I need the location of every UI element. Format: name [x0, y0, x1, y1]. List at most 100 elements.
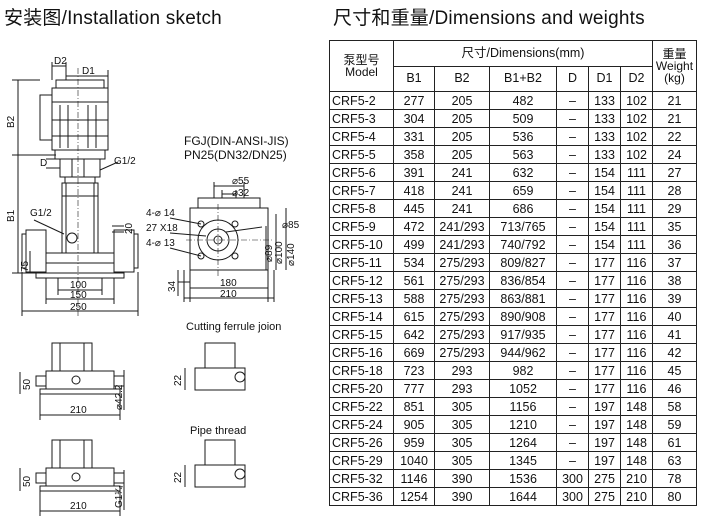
cell-b1b2: 944/962: [489, 343, 557, 362]
cell-model: CRF5-6: [329, 163, 394, 182]
cell-weight: 21: [652, 109, 697, 128]
cell-b2: 275/293: [434, 271, 490, 290]
cell-model: CRF5-3: [329, 109, 394, 128]
cell-weight: 45: [652, 361, 697, 380]
cell-b1b2: 917/935: [489, 325, 557, 344]
col-d2-header: D2: [620, 65, 653, 92]
cell-d: –: [556, 163, 589, 182]
col-b2-header: B2: [434, 65, 490, 92]
cell-b1b2: 563: [489, 145, 557, 164]
cell-d: –: [556, 361, 589, 380]
cell-d1: 154: [588, 235, 621, 254]
dim-210-flange: 210: [220, 289, 237, 300]
cell-weight: 22: [652, 127, 697, 146]
cell-d: –: [556, 289, 589, 308]
cell-b2: 305: [434, 433, 490, 452]
cell-b2: 275/293: [434, 343, 490, 362]
cell-model: CRF5-12: [329, 271, 394, 290]
cell-d1: 197: [588, 433, 621, 452]
cell-d: –: [556, 199, 589, 218]
cell-b1: 561: [393, 271, 435, 290]
cell-b1b2: 686: [489, 199, 557, 218]
dim-holes14: 4-⌀ 14: [146, 208, 175, 219]
cell-d2: 111: [620, 181, 653, 200]
cell-d1: 177: [588, 253, 621, 272]
model-header-en: Model: [345, 65, 378, 79]
dim-g12-top: G1/2: [114, 156, 136, 167]
cell-d: –: [556, 415, 589, 434]
cell-d2: 111: [620, 235, 653, 254]
cell-model: CRF5-32: [329, 469, 394, 488]
cutting-ferrule-label: Cutting ferrule joion: [186, 321, 281, 333]
model-header-cn: 泵型号: [343, 53, 380, 67]
cell-model: CRF5-24: [329, 415, 394, 434]
cell-b1: 851: [393, 397, 435, 416]
dim-34: 34: [167, 280, 178, 292]
cell-b1: 723: [393, 361, 435, 380]
cell-b1: 472: [393, 217, 435, 236]
cell-model: CRF5-29: [329, 451, 394, 470]
cell-b2: 241: [434, 163, 490, 182]
cell-b2: 390: [434, 469, 490, 488]
cell-b2: 241: [434, 181, 490, 200]
cell-b1b2: 713/765: [489, 217, 557, 236]
dim-phi32: ⌀32: [232, 188, 250, 199]
cell-d2: 116: [620, 253, 653, 272]
cell-d1: 197: [588, 451, 621, 470]
cell-model: CRF5-26: [329, 433, 394, 452]
cell-d1: 154: [588, 199, 621, 218]
cell-d: –: [556, 343, 589, 362]
dim-20: 20: [124, 222, 135, 234]
dim-22-ferrule: 22: [173, 374, 184, 386]
cell-b1b2: 632: [489, 163, 557, 182]
cell-d: –: [556, 109, 589, 128]
cell-b2: 205: [434, 127, 490, 146]
cell-d2: 116: [620, 271, 653, 290]
dim-75: 75: [20, 260, 31, 272]
dim-phi140: ⌀140: [286, 243, 297, 266]
dim-b2: B2: [6, 115, 17, 128]
dim-phi100: ⌀100: [274, 241, 285, 264]
dim-180: 180: [220, 278, 237, 289]
cell-b1: 905: [393, 415, 435, 434]
cell-d1: 154: [588, 181, 621, 200]
cell-b2: 293: [434, 379, 490, 398]
weight-header-en: Weight: [655, 59, 694, 73]
dim-50-thread: 50: [22, 475, 33, 487]
cell-model: CRF5-22: [329, 397, 394, 416]
cell-weight: 61: [652, 433, 697, 452]
cell-d1: 197: [588, 397, 621, 416]
cell-b2: 205: [434, 109, 490, 128]
dimensions-header: 尺寸/Dimensions(mm): [393, 40, 653, 67]
cell-weight: 36: [652, 235, 697, 254]
cell-b1: 777: [393, 379, 435, 398]
cell-d1: 177: [588, 361, 621, 380]
dim-d2: D2: [54, 56, 67, 67]
cell-b1b2: 890/908: [489, 307, 557, 326]
cell-b1: 669: [393, 343, 435, 362]
dimensions-table: 泵型号 Model 尺寸/Dimensions(mm) 重量 Weight (k…: [329, 40, 697, 506]
cell-weight: 24: [652, 145, 697, 164]
cell-d: –: [556, 307, 589, 326]
cell-b1b2: 836/854: [489, 271, 557, 290]
cell-model: CRF5-13: [329, 289, 394, 308]
cell-b1: 277: [393, 91, 435, 110]
cell-b1: 1146: [393, 469, 435, 488]
dim-phi42-ferrule: ⌀42.2: [114, 384, 125, 410]
cell-weight: 29: [652, 199, 697, 218]
cell-weight: 38: [652, 271, 697, 290]
cell-d: –: [556, 127, 589, 146]
cell-d2: 111: [620, 163, 653, 182]
dim-d1: D1: [82, 66, 95, 77]
cell-b1b2: 509: [489, 109, 557, 128]
cell-weight: 63: [652, 451, 697, 470]
cell-b1b2: 1536: [489, 469, 557, 488]
cell-b2: 205: [434, 145, 490, 164]
cell-weight: 35: [652, 217, 697, 236]
cell-weight: 39: [652, 289, 697, 308]
